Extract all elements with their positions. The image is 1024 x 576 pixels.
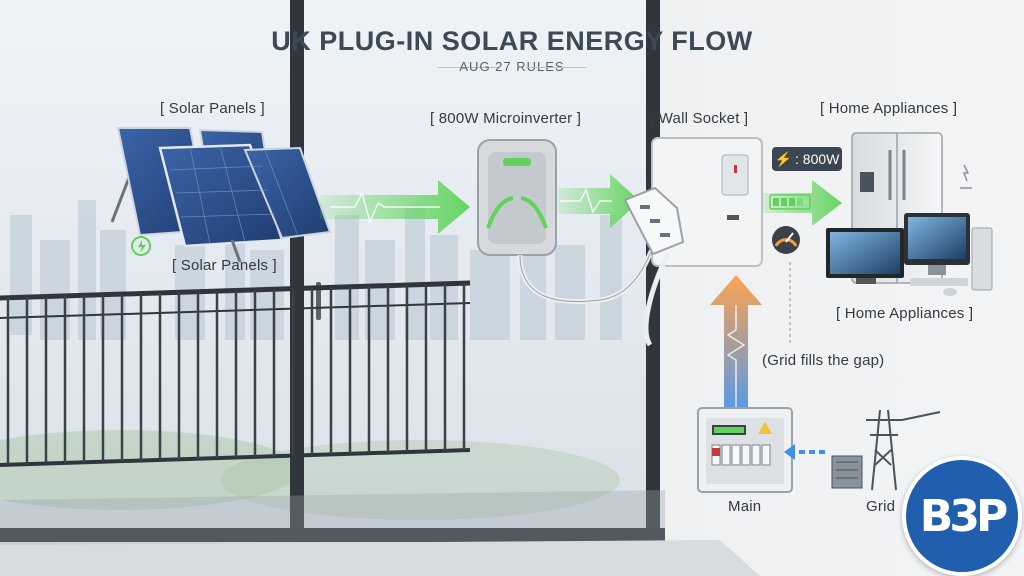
- diagram-title: UK PLUG-IN SOLAR ENERGY FLOW: [271, 26, 753, 56]
- wall-socket-label: [ Wall Socket ]: [650, 110, 749, 127]
- transformer-illustration: [831, 455, 863, 489]
- wall-socket-illustration: [623, 137, 763, 347]
- grid-fills-gap-note: (Grid fills the gap): [762, 352, 885, 369]
- appliance-signal-icon: [960, 164, 972, 189]
- grid-to-socket-arrow: [710, 275, 762, 418]
- home-appliances-label-top: [ Home Appliances ]: [820, 100, 958, 117]
- solar-to-inverter-arrow: [320, 180, 470, 234]
- solar-panels-label-top: [ Solar Panels ]: [160, 100, 265, 117]
- inverter-to-socket-arrow: [558, 174, 640, 228]
- grid-label: Grid: [866, 498, 896, 515]
- lightning-bolt-icon: ⚡: [774, 150, 793, 167]
- microinverter-illustration: [477, 139, 663, 305]
- battery-indicator: [769, 194, 811, 210]
- main-label: Main: [728, 498, 762, 515]
- main-fuse-box-illustration: [697, 407, 793, 493]
- power-badge: ⚡ : 800W: [772, 147, 842, 171]
- grid-to-main-arrow: [784, 444, 825, 460]
- subtitle-rule-left: [438, 67, 498, 68]
- gauge-icon: [772, 226, 800, 254]
- brand-logo: B3P: [902, 456, 1022, 576]
- power-value: : 800W: [795, 151, 840, 167]
- solar-panels-label-bottom: [ Solar Panels ]: [172, 257, 277, 274]
- solar-panels-illustration: [110, 127, 332, 263]
- diagram-subtitle: AUG 27 RULES: [459, 59, 565, 74]
- window-frame: [0, 0, 665, 545]
- home-appliances-illustration: [826, 132, 993, 296]
- home-appliances-label-bottom: [ Home Appliances ]: [836, 305, 974, 322]
- subtitle-rule-right: [526, 67, 586, 68]
- microinverter-label: [ 800W Microinverter ]: [430, 110, 582, 127]
- power-tower-illustration: [866, 409, 941, 491]
